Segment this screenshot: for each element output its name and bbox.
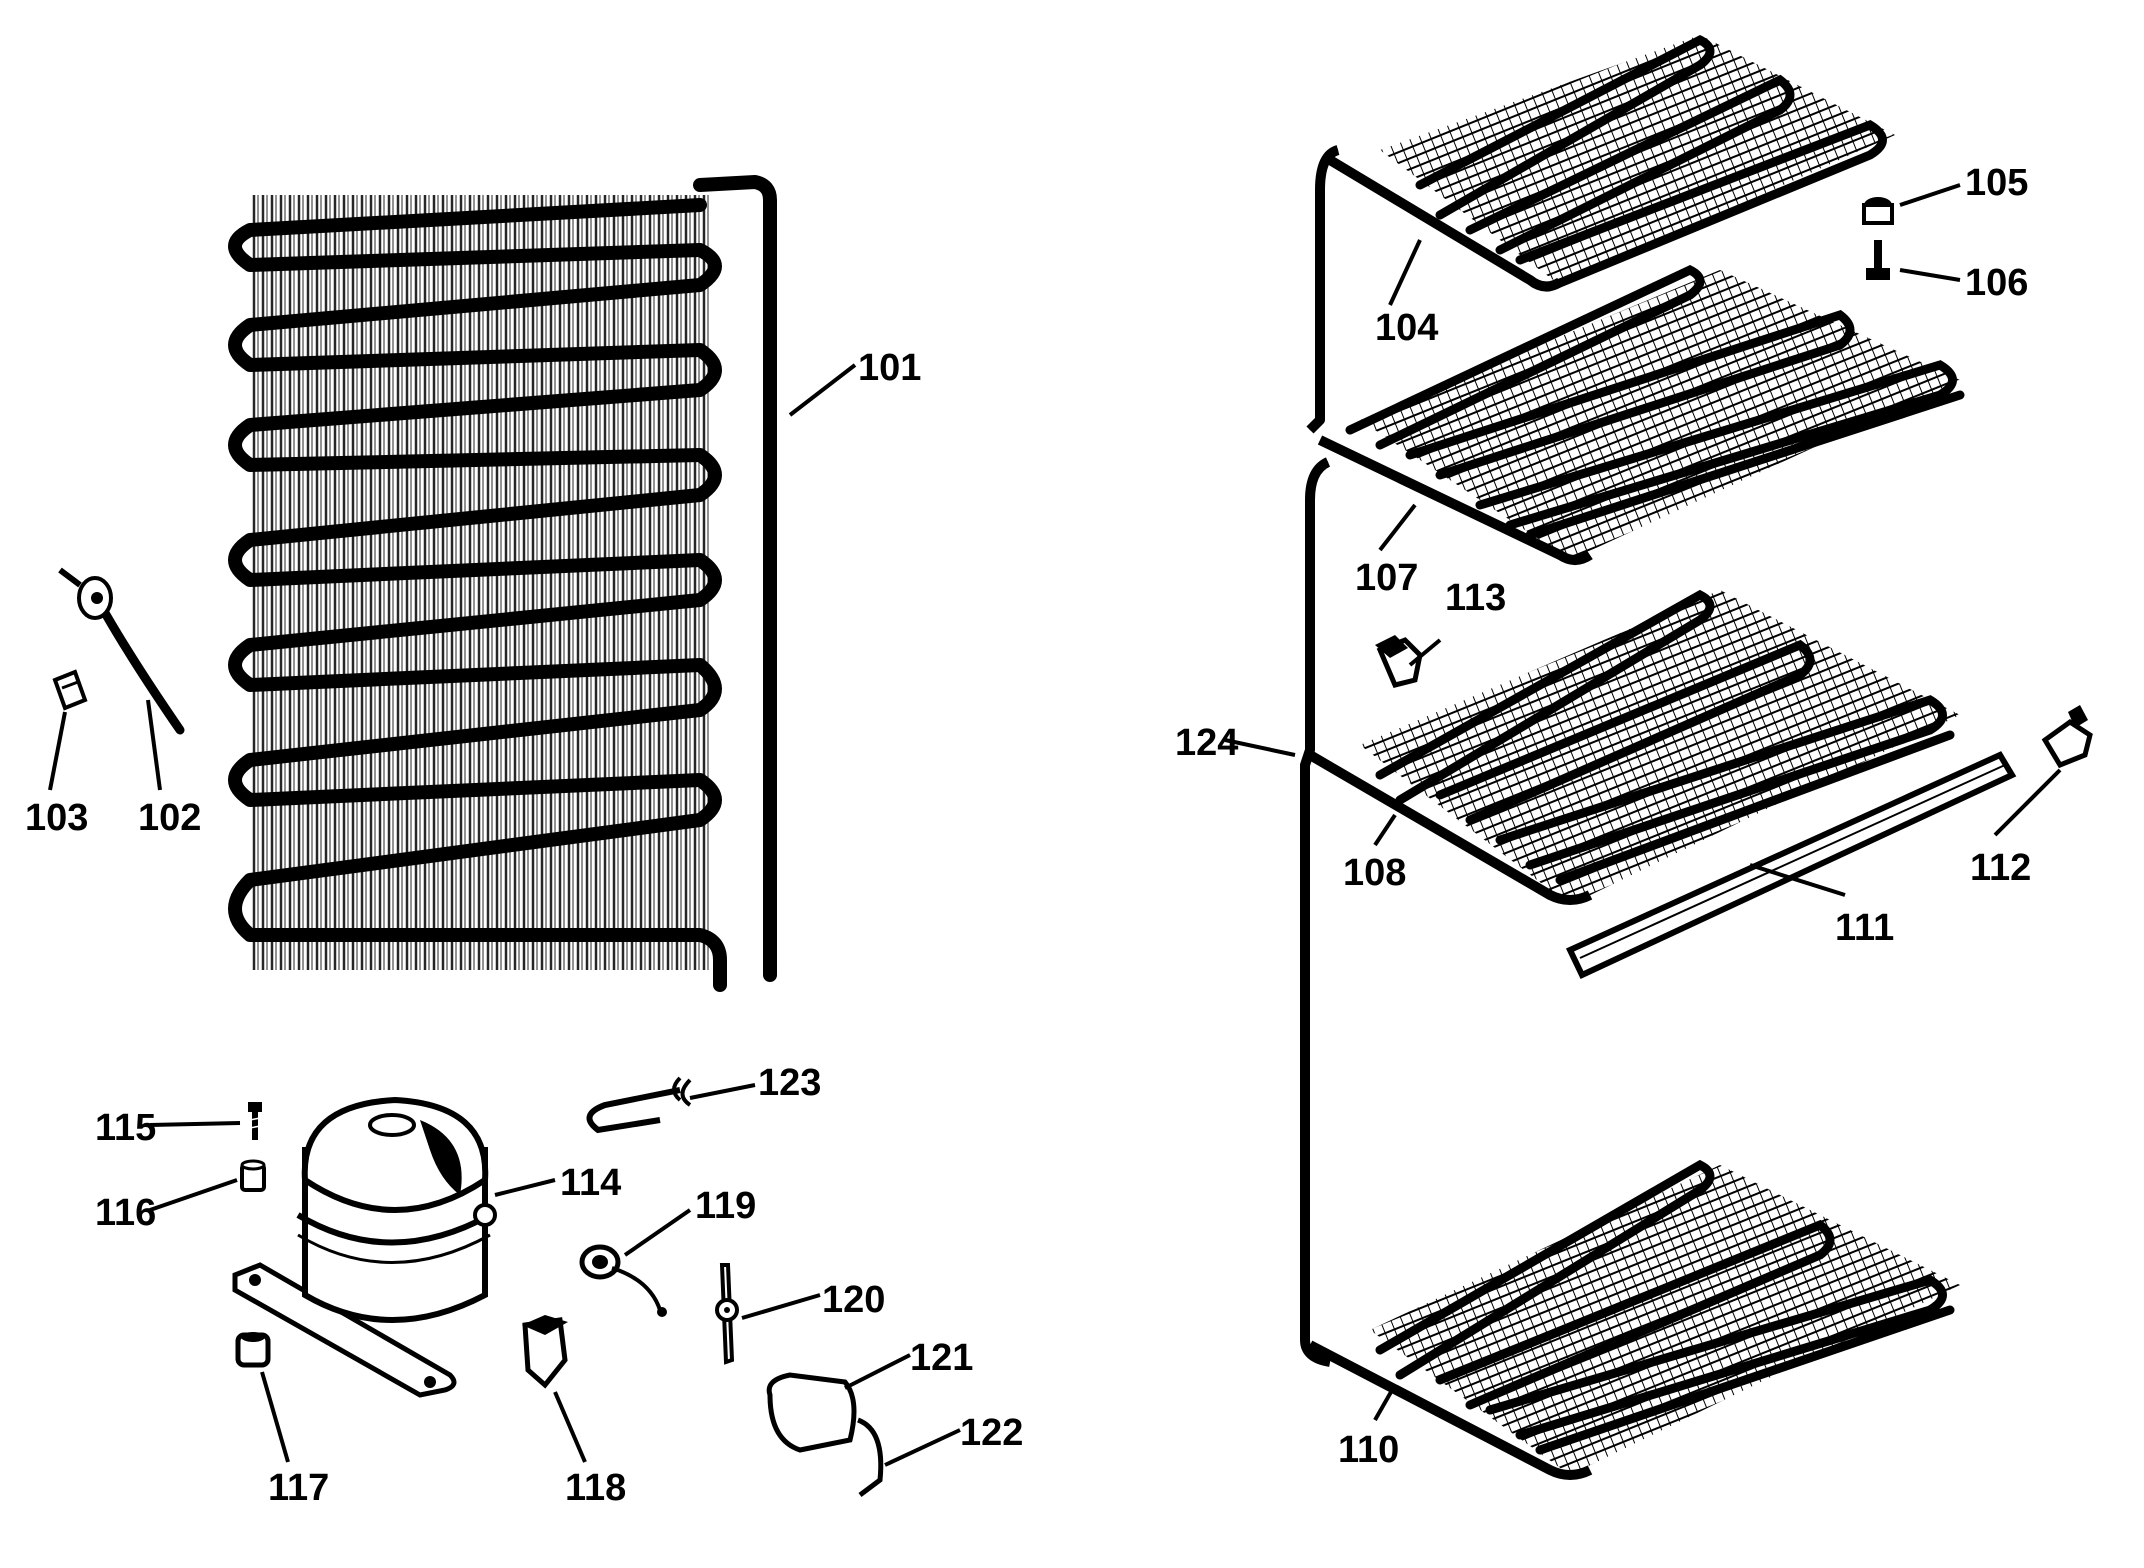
grommet bbox=[235, 1332, 271, 1368]
callout-labels: 101 102 103 104 105 106 107 108 110 111 … bbox=[25, 162, 2031, 1509]
shelf-clamp bbox=[2041, 705, 2093, 769]
compressor bbox=[232, 1096, 497, 1398]
callout-105: 105 bbox=[1965, 162, 2028, 204]
callout-115: 115 bbox=[95, 1107, 156, 1149]
nut bbox=[1862, 197, 1894, 225]
callout-124: 124 bbox=[1175, 722, 1238, 764]
evaporator-shelves bbox=[1300, 34, 1965, 1480]
callout-103: 103 bbox=[25, 797, 88, 839]
screw bbox=[248, 1102, 262, 1140]
shelf-110 bbox=[1307, 1159, 1960, 1480]
callout-116: 116 bbox=[95, 1192, 156, 1234]
shelf-107 bbox=[1317, 264, 1965, 565]
power-cord bbox=[58, 567, 185, 735]
callout-108: 108 bbox=[1343, 852, 1406, 894]
callout-120: 120 bbox=[822, 1279, 885, 1321]
spacer bbox=[240, 1159, 266, 1192]
tube-clamp bbox=[1375, 635, 1423, 688]
callout-102: 102 bbox=[138, 797, 201, 839]
tube-clip bbox=[586, 1076, 692, 1134]
relay bbox=[522, 1315, 568, 1389]
callout-111: 111 bbox=[1835, 907, 1894, 949]
callout-122: 122 bbox=[960, 1412, 1023, 1454]
callout-110: 110 bbox=[1338, 1429, 1399, 1471]
callout-106: 106 bbox=[1965, 262, 2028, 304]
leader-lines bbox=[48, 183, 2062, 1467]
callout-104: 104 bbox=[1375, 307, 1438, 349]
spring-clip bbox=[715, 1263, 739, 1365]
callout-117: 117 bbox=[268, 1467, 329, 1509]
bail-wire bbox=[856, 1417, 884, 1497]
callout-118: 118 bbox=[565, 1467, 626, 1509]
callout-107: 107 bbox=[1355, 557, 1418, 599]
callout-119: 119 bbox=[695, 1185, 756, 1227]
condenser-coil bbox=[228, 175, 777, 992]
cord-cap bbox=[52, 669, 88, 711]
overload-protector bbox=[579, 1244, 667, 1317]
callout-123: 123 bbox=[758, 1062, 821, 1104]
terminal-cover bbox=[766, 1372, 857, 1453]
shelf-104 bbox=[1327, 34, 1895, 292]
callout-112: 112 bbox=[1970, 847, 2031, 889]
bolt bbox=[1866, 240, 1890, 280]
callout-113: 113 bbox=[1445, 577, 1506, 619]
callout-121: 121 bbox=[910, 1337, 973, 1379]
callout-101: 101 bbox=[858, 347, 921, 389]
callout-114: 114 bbox=[560, 1162, 621, 1204]
shelf-108 bbox=[1307, 589, 1960, 905]
trim-strip bbox=[1565, 751, 2017, 979]
